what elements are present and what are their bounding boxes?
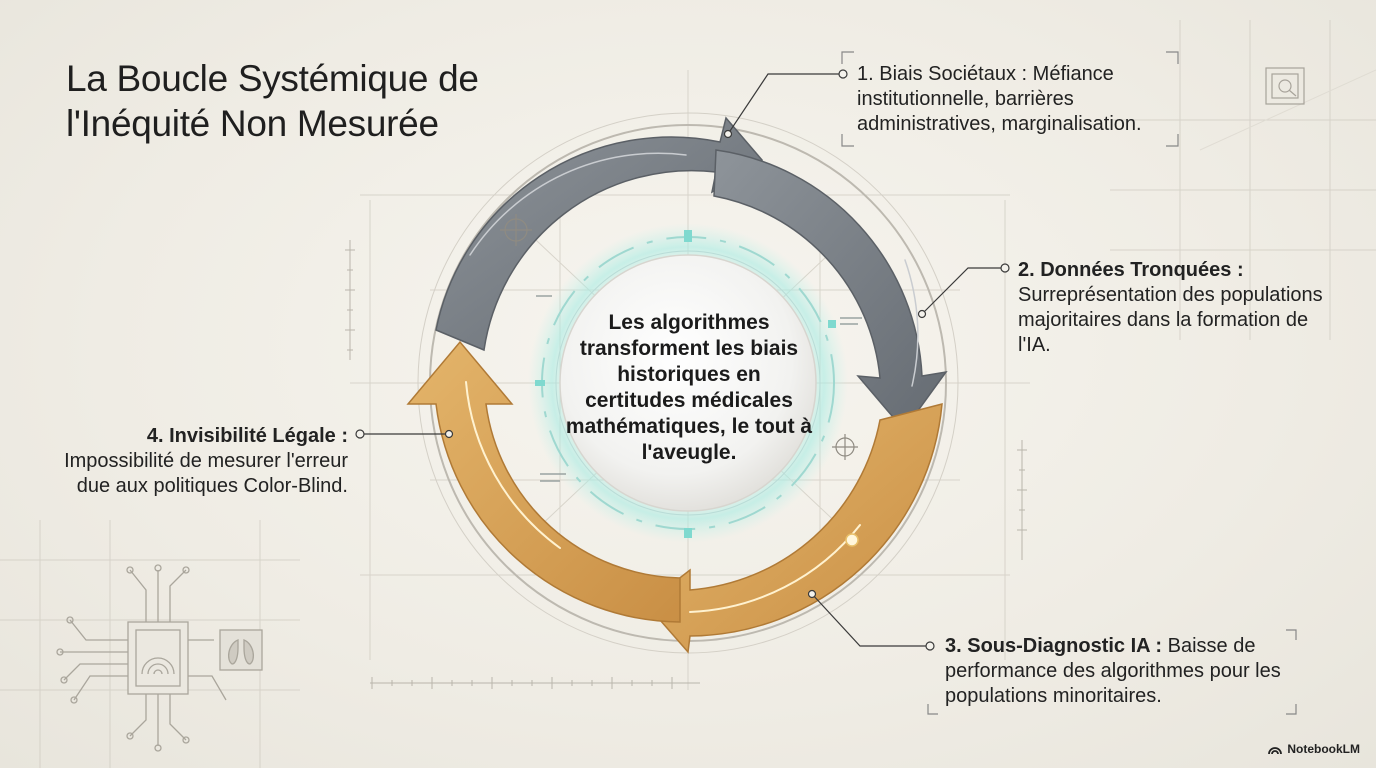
step-1-heading: 1. Biais Sociétaux : bbox=[857, 63, 1028, 85]
step-2-callout: 2. Données Tronquées : Surreprésentation… bbox=[1018, 258, 1338, 358]
center-disc bbox=[559, 254, 817, 512]
page-title: La Boucle Systémique de l'Inéquité Non M… bbox=[66, 58, 479, 144]
brand-name: NotebookLM bbox=[1287, 742, 1360, 756]
scan-icon bbox=[1265, 67, 1305, 105]
step-3-heading: 3. Sous-Diagnostic IA : bbox=[945, 635, 1163, 657]
brand-badge: NotebookLM bbox=[1268, 742, 1360, 756]
arrow-invisibilite-to-biais bbox=[406, 340, 681, 623]
step-4-callout: 4. Invisibilité Légale : Impossibilité d… bbox=[60, 424, 348, 499]
arrow-donnees-to-sousdiagnostic bbox=[713, 149, 948, 432]
center-message: Les algorithmes transforment les biais h… bbox=[565, 311, 813, 464]
step-3-callout: 3. Sous-Diagnostic IA : Baisse de perfor… bbox=[945, 634, 1295, 709]
data-dashes bbox=[536, 295, 862, 482]
inner-ring-thin bbox=[555, 250, 821, 516]
gold-glow-marker bbox=[845, 533, 859, 547]
step-2-body: Surreprésentation des populations majori… bbox=[1018, 284, 1323, 356]
ruler-ticks bbox=[345, 240, 1027, 689]
arrow-sousdiagnostic-to-invisibilite bbox=[644, 403, 943, 654]
chip-icon bbox=[56, 564, 227, 752]
step-4-heading: 4. Invisibilité Légale : bbox=[146, 425, 348, 447]
crosshair-icon bbox=[832, 434, 858, 460]
arrow-biais-to-donnees bbox=[435, 116, 764, 352]
callout-brackets bbox=[841, 51, 1297, 715]
lungs-xray-icon bbox=[219, 629, 263, 671]
connectors bbox=[362, 73, 1004, 647]
step-4-body: Impossibilité de mesurer l'erreur due au… bbox=[64, 450, 348, 497]
arrow-highlights bbox=[465, 152, 919, 613]
connector-nodes bbox=[355, 69, 1010, 651]
step-2-heading: 2. Données Tronquées : bbox=[1018, 259, 1244, 281]
brand-icon bbox=[1268, 746, 1283, 754]
step-1-callout: 1. Biais Sociétaux : Méfiance institutio… bbox=[857, 62, 1177, 137]
target-icon bbox=[500, 214, 532, 246]
step-1-body: Méfiance institutionnelle, barrières adm… bbox=[857, 63, 1142, 135]
step-3-body: Baisse de performance des algorithmes po… bbox=[945, 635, 1281, 707]
teal-markers bbox=[535, 230, 836, 538]
